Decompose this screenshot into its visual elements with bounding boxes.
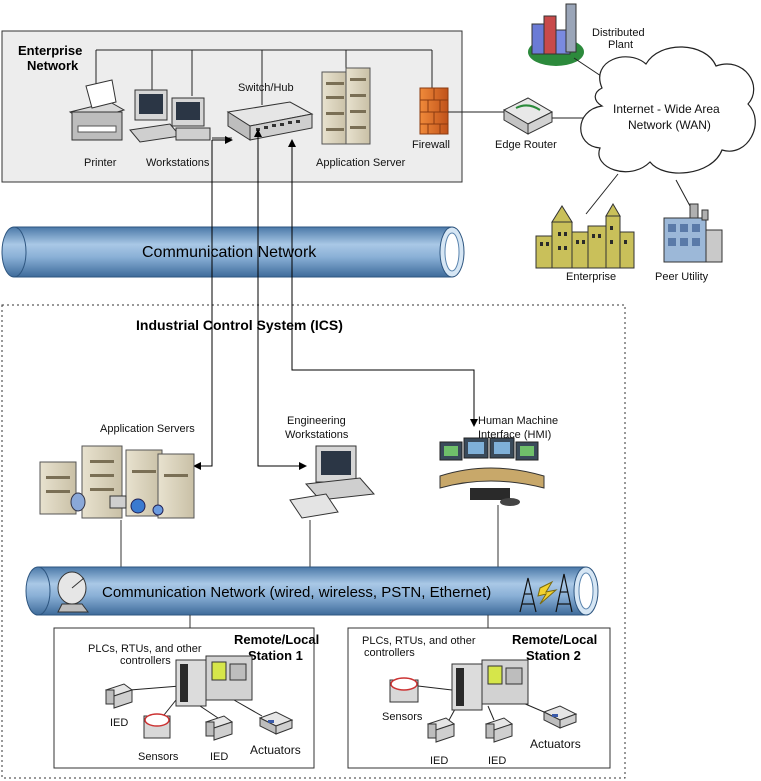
plc-label: PLCs, RTUs, and other: [88, 643, 202, 655]
actuator-icon: [542, 705, 578, 729]
enterprise-buildings-icon: [535, 203, 635, 269]
firewall-icon: [419, 87, 449, 135]
svg-text:Station 1: Station 1: [248, 648, 303, 663]
wan-peer-link: [675, 179, 691, 207]
hmi-label: Human Machine: [478, 415, 558, 427]
sensors-label: Sensors: [138, 751, 179, 763]
station-1: Remote/Local Station 1 PLCs, RTUs, and o…: [53, 627, 319, 769]
ied-icon: [104, 683, 134, 709]
communication-network-label: Communication Network: [142, 244, 317, 261]
enterprise-label: Enterprise: [566, 271, 616, 283]
ics-zone: [1, 304, 626, 779]
svg-text:controllers: controllers: [120, 655, 171, 667]
workstation-icon: [129, 89, 181, 143]
enterprise-network-zone: Enterprise Network Printer: [1, 30, 463, 183]
edge-router-label: Edge Router: [495, 139, 557, 151]
ics-title: Industrial Control System (ICS): [136, 317, 343, 333]
communication-network-pipe: [1, 226, 465, 278]
engineering-workstation-icon: [289, 445, 376, 519]
svg-text:Station 2: Station 2: [526, 648, 581, 663]
ied-label: IED: [488, 755, 506, 767]
peer-utility-icon: [663, 203, 723, 263]
radio-tower-icon: [519, 573, 573, 613]
actuator-icon: [258, 711, 294, 735]
workstations-label: Workstations: [146, 157, 210, 169]
ied-icon: [426, 717, 456, 743]
wireless-bolt-icon: [537, 580, 558, 605]
svg-text:Interface (HMI): Interface (HMI): [478, 429, 551, 441]
hmi-console-icon: [439, 437, 545, 506]
svg-text:controllers: controllers: [364, 647, 415, 659]
ied-icon: [204, 715, 234, 741]
svg-text:Network: Network: [27, 58, 79, 73]
ics-communication-network-pipe: [25, 566, 599, 616]
enterprise-network-title: Enterprise: [18, 43, 82, 58]
actuators-label: Actuators: [250, 743, 301, 757]
application-server-label: Application Server: [316, 157, 406, 169]
enterprise-bus-lines: [95, 49, 433, 139]
station-title: Remote/Local: [512, 632, 597, 647]
ied-label: IED: [430, 755, 448, 767]
sensors-label: Sensors: [382, 711, 423, 723]
svg-text:Plant: Plant: [608, 39, 633, 51]
wan-cloud-icon: [580, 46, 756, 174]
plc-controller-icon: [175, 655, 253, 707]
sensor-icon: [389, 677, 419, 703]
application-servers-icon: [39, 445, 195, 519]
printer-label: Printer: [84, 157, 117, 169]
switch-hub-icon: [226, 101, 314, 141]
ied-label: IED: [210, 751, 228, 763]
actuators-label: Actuators: [530, 737, 581, 751]
wan-enterprise-link: [585, 173, 619, 215]
svg-text:Network (WAN): Network (WAN): [628, 118, 711, 132]
engineering-workstations-label: Engineering: [287, 415, 346, 427]
satellite-dish-icon: [57, 571, 89, 613]
station-title: Remote/Local: [234, 632, 319, 647]
workstation-icon: [171, 97, 211, 141]
plc-label: PLCs, RTUs, and other: [362, 635, 476, 647]
application-servers-label: Application Servers: [100, 423, 195, 435]
distributed-plant-label: Distributed: [592, 27, 645, 39]
plant-wan-link: [573, 57, 605, 79]
ied-label: IED: [110, 717, 128, 729]
ied-icon: [484, 717, 514, 743]
sensor-icon: [143, 713, 171, 739]
station-2: Remote/Local Station 2 PLCs, RTUs, and o…: [347, 627, 611, 769]
peer-utility-label: Peer Utility: [655, 271, 709, 283]
svg-text:Workstations: Workstations: [285, 429, 349, 441]
application-server-icon: [321, 67, 371, 145]
switch-hub-label: Switch/Hub: [238, 82, 294, 94]
distributed-plant-icon: [528, 3, 584, 66]
ics-communication-network-label: Communication Network (wired, wireless, …: [102, 584, 491, 601]
edge-router-icon: [502, 97, 554, 135]
wan-label: Internet - Wide Area: [613, 102, 720, 116]
printer-icon: [68, 79, 126, 141]
plc-controller-icon: [451, 659, 529, 711]
firewall-label: Firewall: [412, 139, 450, 151]
